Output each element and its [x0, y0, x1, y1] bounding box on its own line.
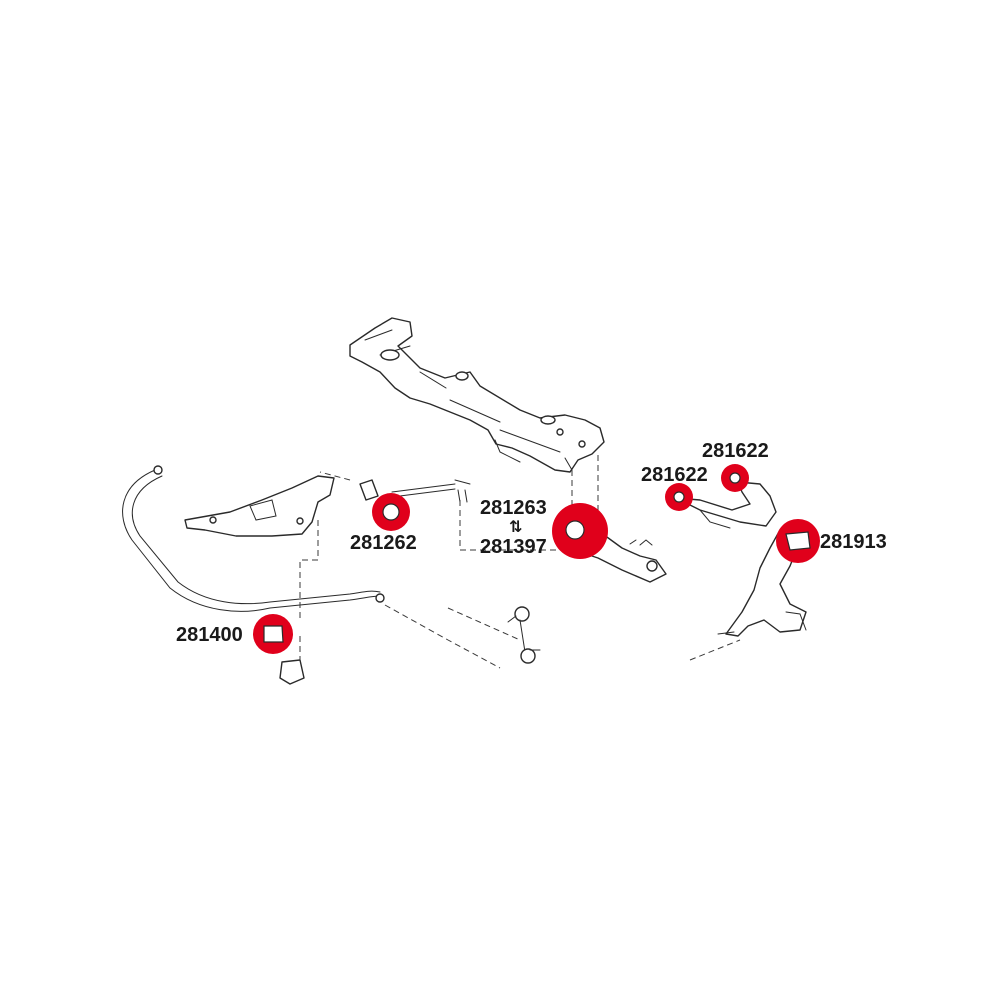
mounting-bracket [184, 475, 335, 537]
front-subframe [349, 317, 605, 473]
tension-rod [359, 479, 471, 503]
stabilizer-bar [122, 465, 385, 685]
upper-control-arm [675, 481, 777, 529]
part-number-281913: 281913 [820, 531, 887, 553]
stabilizer-link [507, 606, 541, 664]
part-number-281400: 281400 [176, 624, 243, 646]
part-number-281397: 281397 [480, 536, 547, 558]
part-number-281622-left: 281622 [641, 464, 708, 486]
swap-icon: ⇅ [509, 517, 523, 536]
assembly-lines [299, 455, 741, 669]
part-number-281263: 281263 [480, 497, 547, 519]
highlight-markers [253, 464, 820, 654]
part-number-281262: 281262 [350, 532, 417, 554]
part-number-281622-right: 281622 [702, 440, 769, 462]
